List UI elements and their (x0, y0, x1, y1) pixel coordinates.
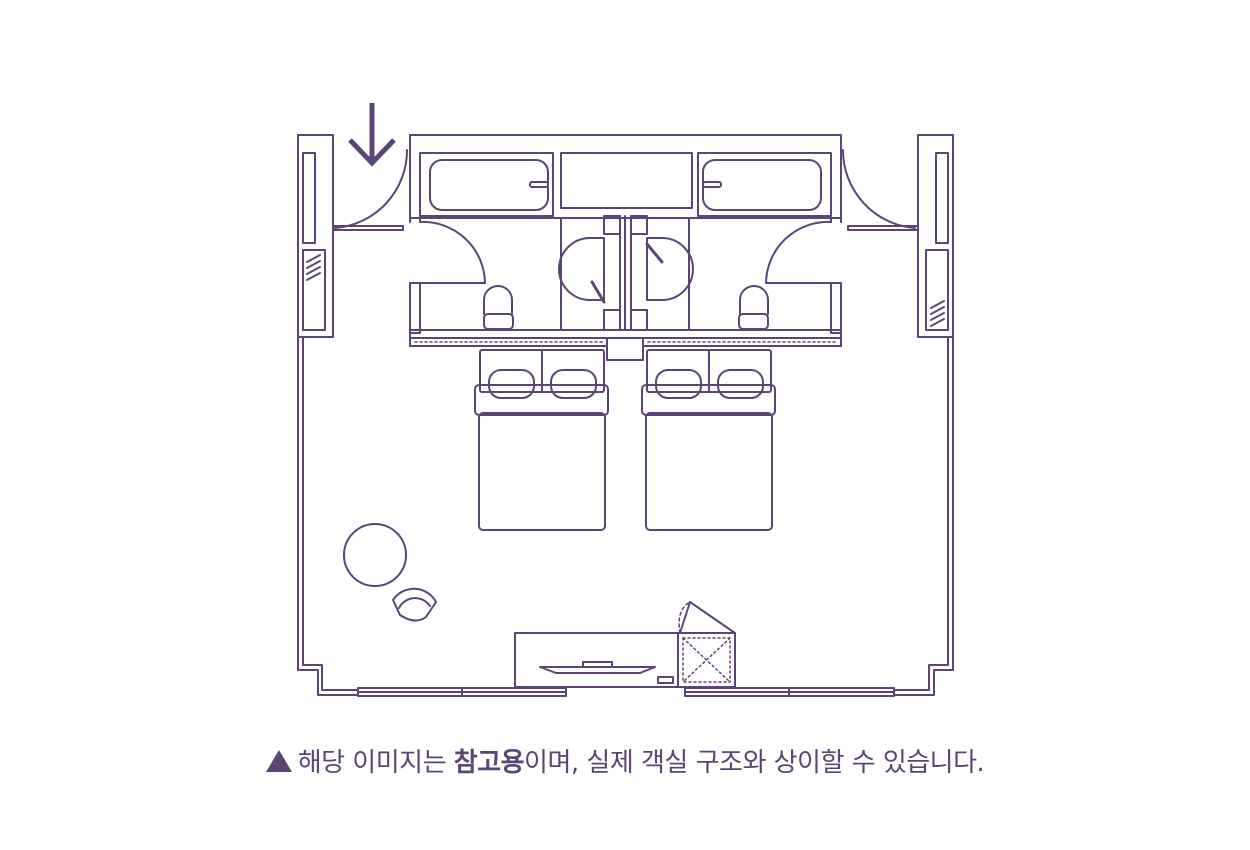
toilet-left-icon (483, 285, 514, 330)
entry-door-left (332, 149, 409, 231)
window-left (357, 687, 567, 697)
tv-console (514, 632, 679, 688)
room-walls (297, 134, 954, 696)
caption-bold: 참고용 (453, 748, 525, 778)
triangle-up-icon (265, 750, 292, 772)
window-right (684, 687, 895, 697)
toilet-right-icon (738, 285, 769, 330)
caption-suffix: 이며, 실제 객실 구조와 상이할 수 있습니다. (524, 748, 985, 778)
entrance-arrow-icon (348, 103, 396, 167)
bed-right (641, 349, 776, 531)
bed-left (474, 349, 609, 531)
bathroom-block (409, 134, 842, 361)
round-table (343, 523, 407, 587)
armchair (392, 587, 437, 622)
caption-prefix: 해당 이미지는 (297, 748, 454, 778)
entry-door-right (841, 149, 919, 231)
disclaimer-caption: 해당 이미지는 참고용이며, 실제 객실 구조와 상이할 수 있습니다. (0, 740, 1250, 786)
minibar-cabinet (677, 601, 736, 688)
